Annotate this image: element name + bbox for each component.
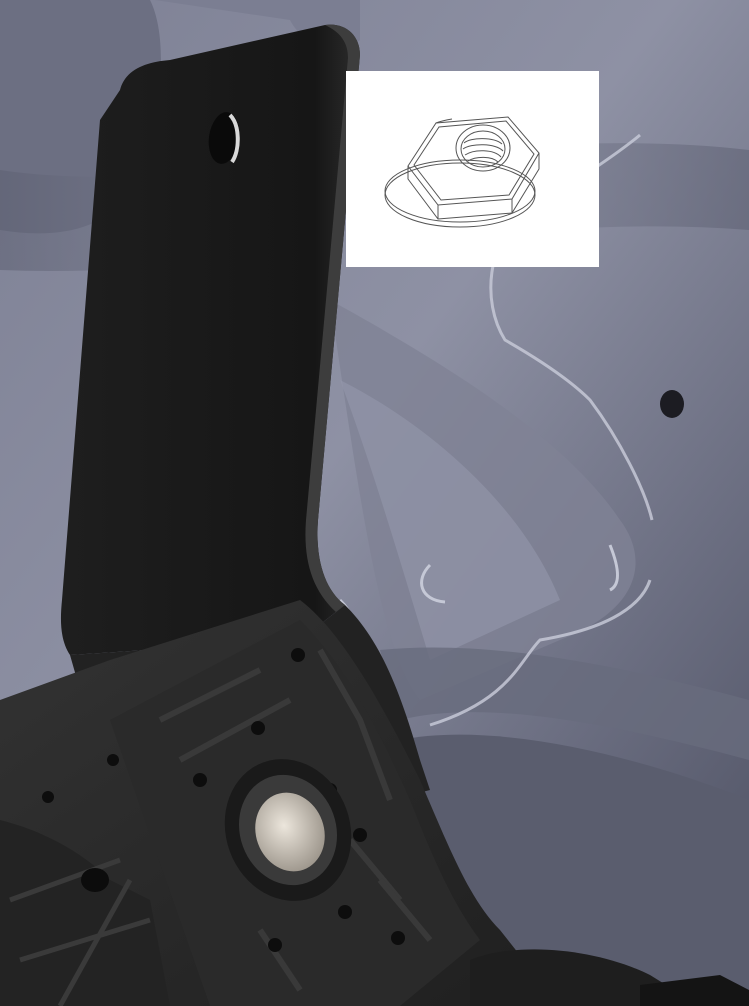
detail-inset <box>346 71 599 267</box>
flange-nut-icon <box>384 116 540 228</box>
